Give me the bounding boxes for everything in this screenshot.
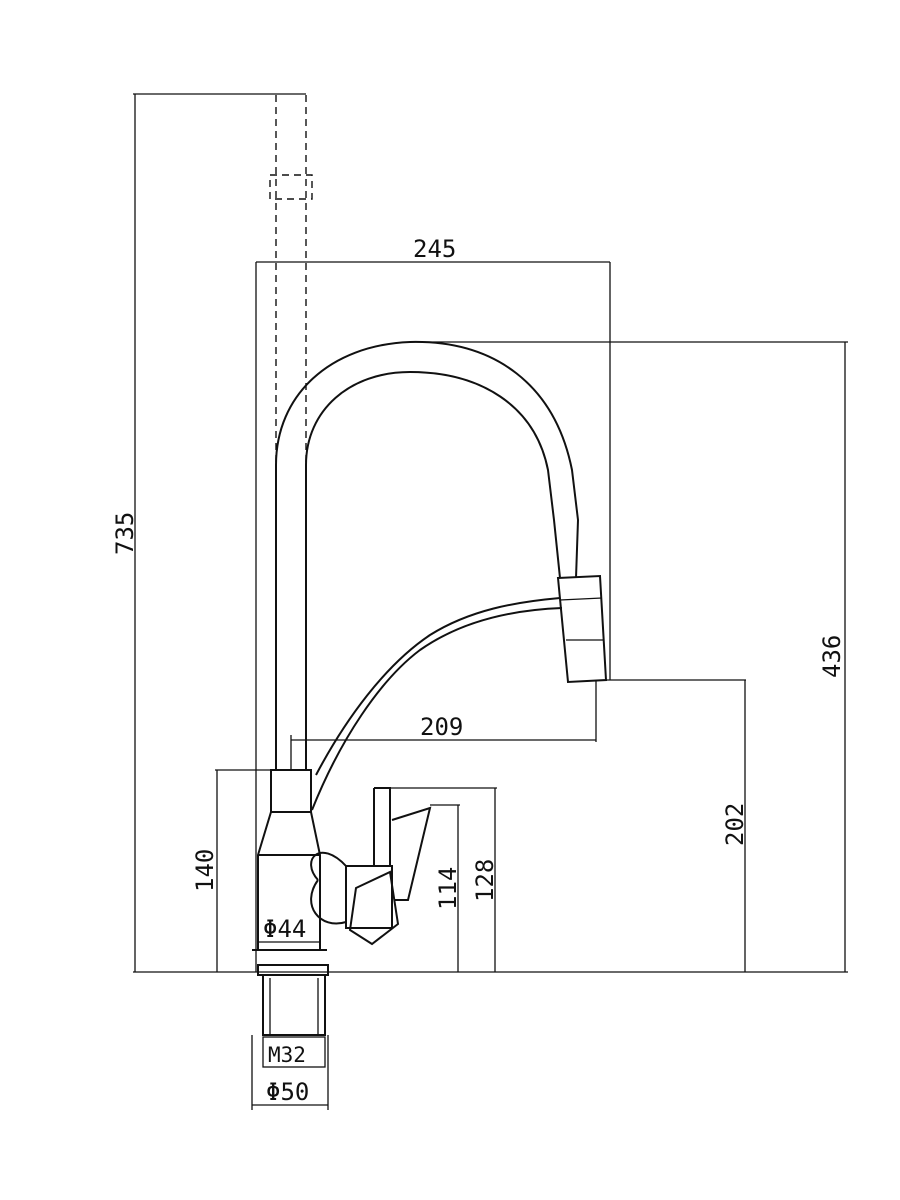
label-reach-total: 245 bbox=[413, 235, 456, 263]
label-base-diameter: Φ50 bbox=[266, 1078, 309, 1106]
faucet-base bbox=[252, 769, 329, 1036]
dim-outlet-clearance bbox=[606, 679, 746, 972]
label-body-diameter: Φ44 bbox=[263, 915, 306, 943]
faucet-handle bbox=[310, 787, 432, 946]
dim-thread bbox=[262, 1036, 326, 1068]
label-handle-height: 114 bbox=[434, 867, 462, 910]
dim-base-diameter bbox=[251, 1035, 329, 1110]
label-outlet-clearance: 202 bbox=[721, 803, 749, 846]
label-thread: M32 bbox=[268, 1043, 306, 1067]
dim-handle-top-height bbox=[390, 787, 497, 972]
dim-spout-reach bbox=[290, 680, 597, 770]
label-body-height: 140 bbox=[191, 849, 219, 892]
dim-handle-height bbox=[430, 804, 460, 972]
dim-reach-total bbox=[255, 261, 611, 972]
label-spout-height: 436 bbox=[818, 635, 846, 678]
dim-body-height bbox=[215, 769, 276, 972]
label-overall-height: 735 bbox=[111, 512, 139, 555]
extended-hose-dashed bbox=[133, 93, 313, 465]
label-spout-reach: 209 bbox=[420, 713, 463, 741]
dim-spout-height bbox=[410, 341, 848, 972]
label-handle-top-height: 128 bbox=[471, 859, 499, 902]
